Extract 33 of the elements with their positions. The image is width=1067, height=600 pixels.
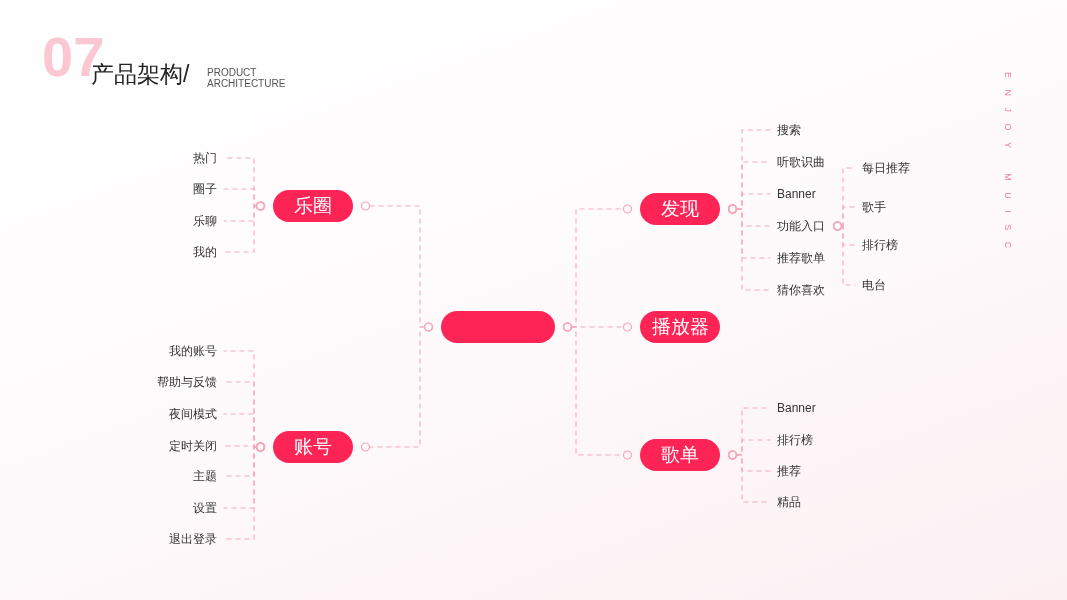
- feature-label: 排行榜: [862, 238, 898, 252]
- feature-label: 歌手: [862, 200, 886, 214]
- feature-label: 乐聊: [193, 214, 217, 228]
- feature-label: 夜间模式: [169, 407, 217, 421]
- vertical-slogan: ENJOY MUISC: [1002, 72, 1014, 260]
- feature-label: 我的: [193, 245, 217, 259]
- feature-label: 电台: [862, 278, 886, 292]
- feature-label: 搜索: [777, 123, 801, 137]
- feature-label: Banner: [777, 187, 816, 201]
- feature-label: 推荐歌单: [777, 251, 825, 265]
- feature-label: 热门: [193, 151, 217, 165]
- feature-label: 猜你喜欢: [777, 283, 825, 297]
- feature-label: 圈子: [193, 182, 217, 196]
- category-node: 发现: [640, 193, 720, 225]
- feature-label: 精品: [777, 495, 801, 509]
- feature-label: 功能入口: [777, 219, 825, 233]
- feature-label: 主题: [193, 469, 217, 483]
- category-node: 账号: [273, 431, 353, 463]
- feature-label: 设置: [193, 501, 217, 515]
- category-node: 乐圈: [273, 190, 353, 222]
- feature-label: 我的账号: [169, 344, 217, 358]
- feature-label: Banner: [777, 401, 816, 415]
- category-node: 歌单: [640, 439, 720, 471]
- subtitle: PRODUCT ARCHITECTURE: [207, 67, 287, 89]
- feature-label: 每日推荐: [862, 161, 910, 175]
- root-node: [441, 311, 555, 343]
- feature-label: 定时关闭: [169, 439, 217, 453]
- feature-label: 推荐: [777, 464, 801, 478]
- category-node: 播放器: [640, 311, 720, 343]
- feature-label: 排行榜: [777, 433, 813, 447]
- feature-label: 退出登录: [169, 532, 217, 546]
- feature-label: 听歌识曲: [777, 155, 825, 169]
- feature-label: 帮助与反馈: [157, 375, 217, 389]
